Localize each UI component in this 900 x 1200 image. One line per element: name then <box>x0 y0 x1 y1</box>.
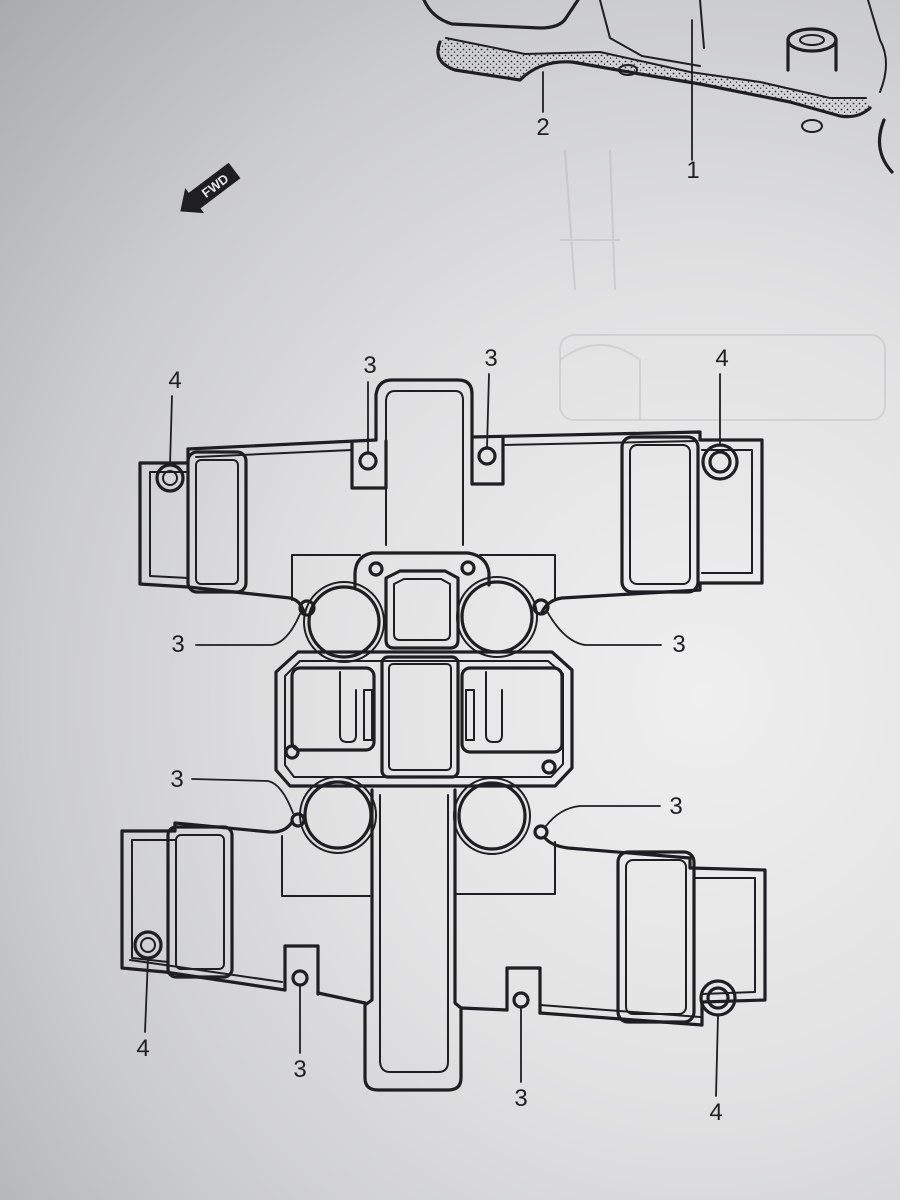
bolt-hole-4 <box>155 463 185 493</box>
bolt-hole-3 <box>533 824 549 840</box>
port-cutout <box>186 450 248 594</box>
callout-2: 2 <box>536 114 549 141</box>
round-port <box>307 585 381 659</box>
callout-3: 3 <box>170 766 183 793</box>
callout-1: 1 <box>686 157 699 184</box>
leader-line <box>191 778 294 814</box>
callout-3: 3 <box>669 793 682 820</box>
leader-line <box>195 613 301 646</box>
upper-plate <box>138 378 764 614</box>
bolt-hole-3 <box>290 812 306 828</box>
leader-lines <box>144 373 721 1097</box>
bolt-hole-4 <box>699 979 737 1017</box>
bleed-through-ghost <box>559 149 886 421</box>
bolt-tab-right <box>505 966 542 1015</box>
middle-body <box>274 650 574 788</box>
leader-line <box>169 395 173 466</box>
leader-line <box>144 957 149 1033</box>
bolt-hole <box>284 744 300 760</box>
port-cutout <box>166 825 234 979</box>
callout-3: 3 <box>171 631 184 658</box>
chamber-center <box>380 655 460 779</box>
round-port <box>460 580 534 654</box>
callout-4: 4 <box>709 1099 722 1126</box>
round-port <box>303 780 373 850</box>
leader-line <box>715 1014 719 1097</box>
bolt-tab-left <box>350 439 388 490</box>
bolt-hole-3 <box>532 598 550 616</box>
arrow-left-icon <box>180 162 241 214</box>
round-port <box>457 781 527 851</box>
bolt-hole-3 <box>477 446 497 466</box>
bolt-hole <box>541 759 557 775</box>
bolt-tab-right <box>470 436 505 486</box>
callout-3: 3 <box>672 631 685 658</box>
leader-line <box>545 805 661 827</box>
port-cutout <box>616 850 696 1024</box>
leader-line <box>486 373 490 449</box>
chamber-right <box>460 666 564 754</box>
lower-plate <box>120 776 767 1092</box>
leader-line <box>547 612 662 646</box>
center-opening <box>384 569 460 650</box>
bolt-hole-3 <box>291 969 309 987</box>
cover-drawing: 2 1 <box>422 0 894 184</box>
bolt-hole <box>460 560 476 576</box>
callout-3: 3 <box>293 1056 306 1083</box>
bolt-hole-3 <box>512 991 530 1009</box>
callout-3: 3 <box>514 1085 527 1112</box>
center-flange <box>298 551 550 663</box>
callout-4: 4 <box>168 367 181 394</box>
bolt-hole-3 <box>358 451 378 471</box>
bolt-hole <box>368 561 384 577</box>
fwd-arrow: FWD <box>180 162 241 214</box>
chamber-left <box>290 666 376 752</box>
callout-4: 4 <box>715 345 728 372</box>
callout-3: 3 <box>484 345 497 372</box>
callout-3: 3 <box>363 352 376 379</box>
callout-4: 4 <box>136 1035 149 1062</box>
gasket-callouts: 4 3 3 4 3 3 3 3 4 3 3 4 <box>136 345 728 1126</box>
port-cutout <box>620 435 700 594</box>
bolt-hole-4 <box>133 930 163 960</box>
bolt-tab-left <box>283 944 320 996</box>
bolt-hole-3 <box>298 599 316 617</box>
